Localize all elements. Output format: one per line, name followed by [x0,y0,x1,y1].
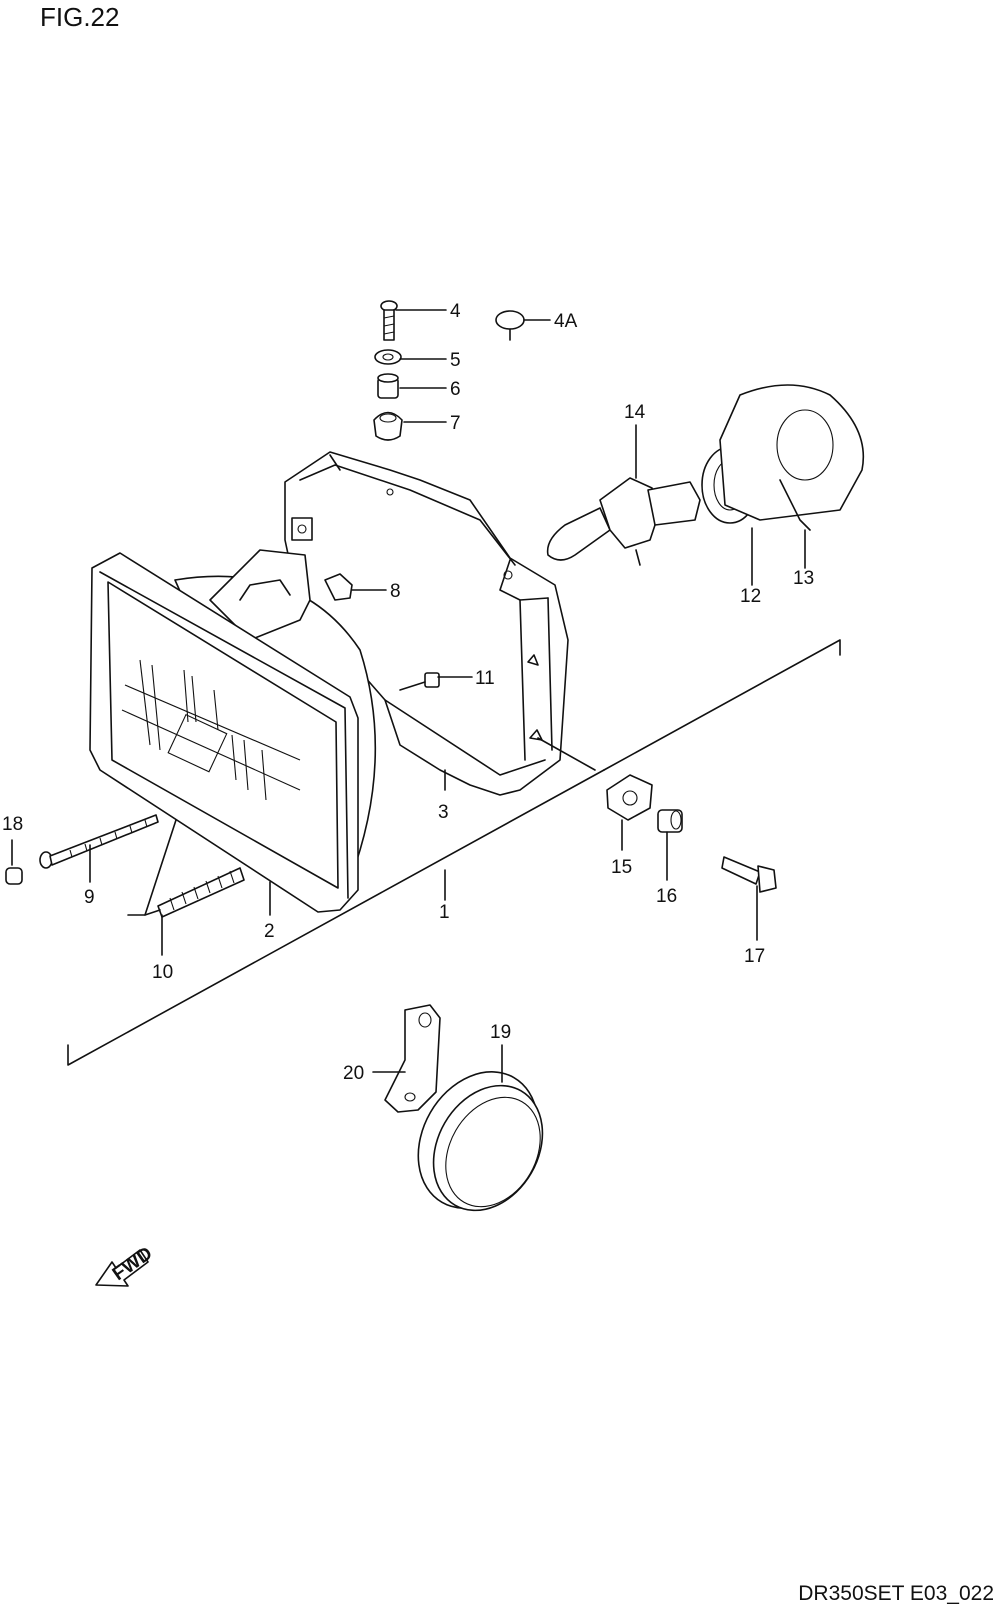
callout-1: 1 [439,902,450,923]
cover-part-13 [719,384,865,531]
bolt-part-17 [721,856,777,893]
callout-5: 5 [450,350,461,371]
spring-part-10 [157,867,245,918]
callout-3: 3 [438,802,449,823]
washer-part-5 [374,349,402,365]
figure-code: DR350SET E03_022 [798,1582,994,1605]
forward-direction-icon: FWD [95,1243,156,1287]
clip-part-8 [324,573,353,601]
screw-part-4a [495,310,525,341]
callout-4: 4 [450,301,461,322]
callout-10: 10 [152,962,173,983]
collar-part-6 [377,373,399,399]
callout-15: 15 [611,857,632,878]
callout-labels: 4 4A 5 6 7 14 8 12 13 11 3 18 15 16 9 1 … [2,301,814,1084]
sealed-beam-unit [89,549,377,913]
callout-11: 11 [475,668,495,689]
callout-16: 16 [656,886,677,907]
fwd-label: FWD [109,1243,156,1285]
callout-12: 12 [740,586,761,607]
bracket-part-20 [384,1004,441,1113]
callout-13: 13 [793,568,814,589]
screw-part-9 [39,814,159,869]
leader-lines [11,309,806,1083]
lens-pattern [121,659,301,801]
nut-part-15 [606,774,653,821]
callout-18: 18 [2,814,23,835]
assembly-bracket-line [67,639,841,1066]
callout-17: 17 [744,946,765,967]
collar-part-16 [657,809,683,833]
callout-6: 6 [450,379,461,400]
callout-19: 19 [490,1022,511,1043]
nut-part-18 [5,867,23,885]
grommet-part-7 [373,411,403,441]
screw-part-4 [380,300,398,341]
callout-2: 2 [264,921,275,942]
figure-title: FIG.22 [40,2,120,32]
callout-7: 7 [450,413,461,434]
reflector-part-19 [417,1071,544,1212]
callout-9: 9 [84,887,95,908]
callout-14: 14 [624,402,646,423]
callout-8: 8 [390,581,401,602]
callout-4a: 4A [554,311,578,332]
bulb-part-14 [546,477,701,566]
callout-20: 20 [343,1063,364,1084]
nut-part-11 [424,672,440,688]
